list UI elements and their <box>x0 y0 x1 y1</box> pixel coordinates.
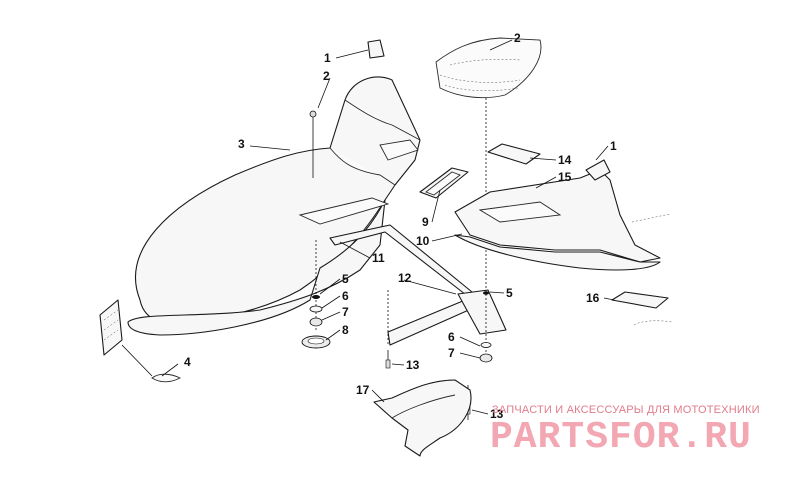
callout-13: 13 <box>406 358 420 372</box>
callout-1-right: 1 <box>610 139 617 153</box>
hood-plate-part <box>99 299 123 356</box>
callout-3: 3 <box>238 137 245 151</box>
callout-8: 8 <box>342 323 349 337</box>
skid-plate-part <box>457 289 507 335</box>
screw-part <box>309 110 317 178</box>
callout-12: 12 <box>398 271 412 285</box>
hood-pin-part <box>121 344 182 383</box>
watermark-logo: PARTSFOR.RU <box>490 416 752 459</box>
belly-pan-part <box>454 159 661 271</box>
leader-lines <box>161 39 615 415</box>
callout-6: 6 <box>342 289 349 303</box>
foot-pad-part <box>487 143 541 165</box>
callout-15: 15 <box>558 170 572 184</box>
callout-7: 7 <box>342 305 349 319</box>
cable-sketch <box>631 213 671 223</box>
callout-11: 11 <box>372 251 385 265</box>
watermark-tagline: ЗАПЧАСТИ И АКСЕССУАРЫ ДЛЯ МОТОТЕХНИКИ <box>492 404 760 416</box>
track-sketch <box>435 37 542 99</box>
callout-6-right: 6 <box>448 330 455 344</box>
nose-pan-part <box>127 76 421 336</box>
callout-5: 5 <box>342 272 349 286</box>
callout-5-right: 5 <box>506 286 513 300</box>
callout-labels: 1 2 3 4 5 6 7 8 2 1 14 15 9 10 11 12 5 1… <box>184 31 617 421</box>
callout-4: 4 <box>184 355 191 369</box>
bumper-cap-part <box>367 39 385 59</box>
callout-10: 10 <box>416 234 430 248</box>
lower-cover-part <box>373 379 472 457</box>
callout-17: 17 <box>356 383 370 397</box>
callout-9: 9 <box>422 215 429 229</box>
rear-plate-part <box>611 291 669 309</box>
callout-14: 14 <box>558 153 572 167</box>
callout-7-right: 7 <box>448 346 455 360</box>
callout-1: 1 <box>324 51 331 65</box>
callout-2-right: 2 <box>514 31 521 45</box>
skid-bracket-part <box>329 224 481 346</box>
callout-13-lower: 13 <box>490 407 504 421</box>
fastener-stack-left <box>301 240 331 349</box>
callout-2: 2 <box>323 69 330 83</box>
callout-16: 16 <box>586 291 600 305</box>
